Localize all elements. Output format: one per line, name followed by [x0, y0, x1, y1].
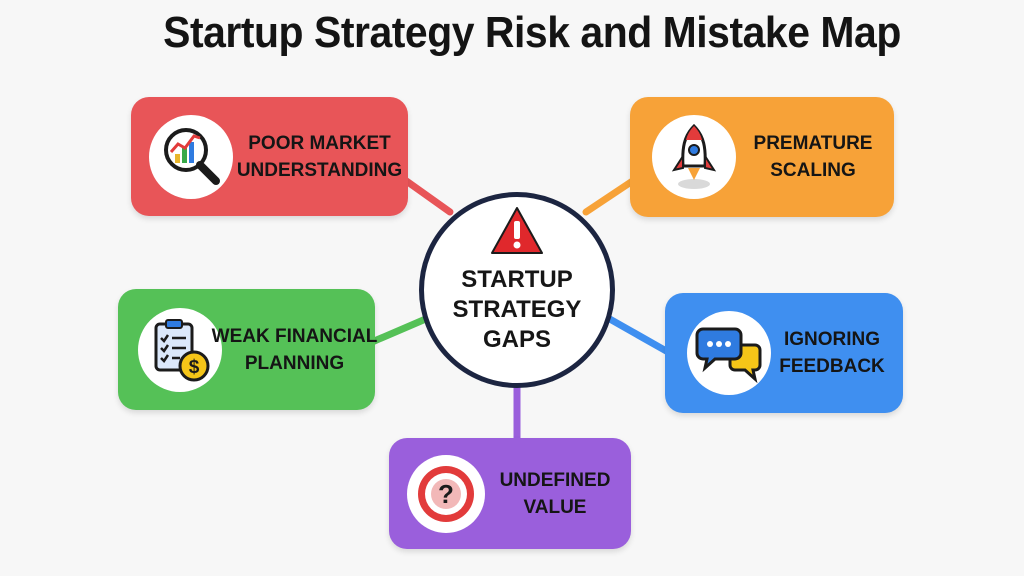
- hub-label-line: STRATEGY: [452, 296, 582, 323]
- node-label-line: POOR MARKET: [248, 132, 391, 154]
- target-question-icon: ?: [407, 454, 485, 533]
- rocket-icon: [652, 115, 736, 199]
- warning-triangle-icon: [491, 207, 543, 254]
- chat-bubbles-icon: [687, 311, 771, 395]
- node-label: IGNORING FEEDBACK: [771, 293, 893, 413]
- node-label-line: IGNORING: [783, 329, 881, 350]
- node-ignoring-feedback: IGNORING FEEDBACK: [665, 293, 903, 413]
- connector-scaling: [582, 176, 638, 216]
- node-label: WEAK FINANCIAL PLANNING: [212, 289, 378, 410]
- svg-text:?: ?: [438, 479, 454, 509]
- node-label: PREMATURE SCALING: [742, 97, 884, 217]
- connector-feedback: [604, 314, 672, 356]
- node-label-line: FEEDBACK: [779, 356, 885, 377]
- svg-text:$: $: [189, 357, 200, 378]
- node-label-line: UNDERSTANDING: [236, 159, 403, 181]
- node-premature-scaling: PREMATURE SCALING: [630, 97, 894, 217]
- hub-label-line: GAPS: [482, 326, 551, 353]
- node-label-line: PLANNING: [244, 352, 345, 374]
- hub-label-line: STARTUP: [461, 266, 573, 293]
- diagram-title: Startup Strategy Risk and Mistake Map: [163, 8, 901, 57]
- node-label: POOR MARKET UNDERSTANDING: [237, 97, 402, 216]
- node-label-line: WEAK FINANCIAL: [211, 325, 378, 347]
- hub-label: STARTUP STRATEGY GAPS: [424, 265, 610, 355]
- node-poor-market-understanding: POOR MARKET UNDERSTANDING: [131, 97, 408, 216]
- node-weak-financial-planning: $ WEAK FINANCIAL PLANNING: [118, 289, 378, 410]
- node-label-line: VALUE: [523, 496, 587, 518]
- magnifier-chart-icon: [149, 114, 233, 199]
- clipboard-dollar-icon: $: [138, 307, 222, 392]
- hub-startup-strategy-gaps: STARTUP STRATEGY GAPS: [419, 192, 615, 388]
- node-undefined-value: ? UNDEFINED VALUE: [389, 438, 631, 549]
- connector-finance: [368, 314, 432, 346]
- node-label-line: UNDEFINED: [499, 469, 611, 491]
- node-label-line: SCALING: [770, 160, 856, 181]
- node-label: UNDEFINED VALUE: [489, 438, 621, 549]
- connector-market: [401, 176, 454, 216]
- node-label-line: PREMATURE: [753, 133, 873, 154]
